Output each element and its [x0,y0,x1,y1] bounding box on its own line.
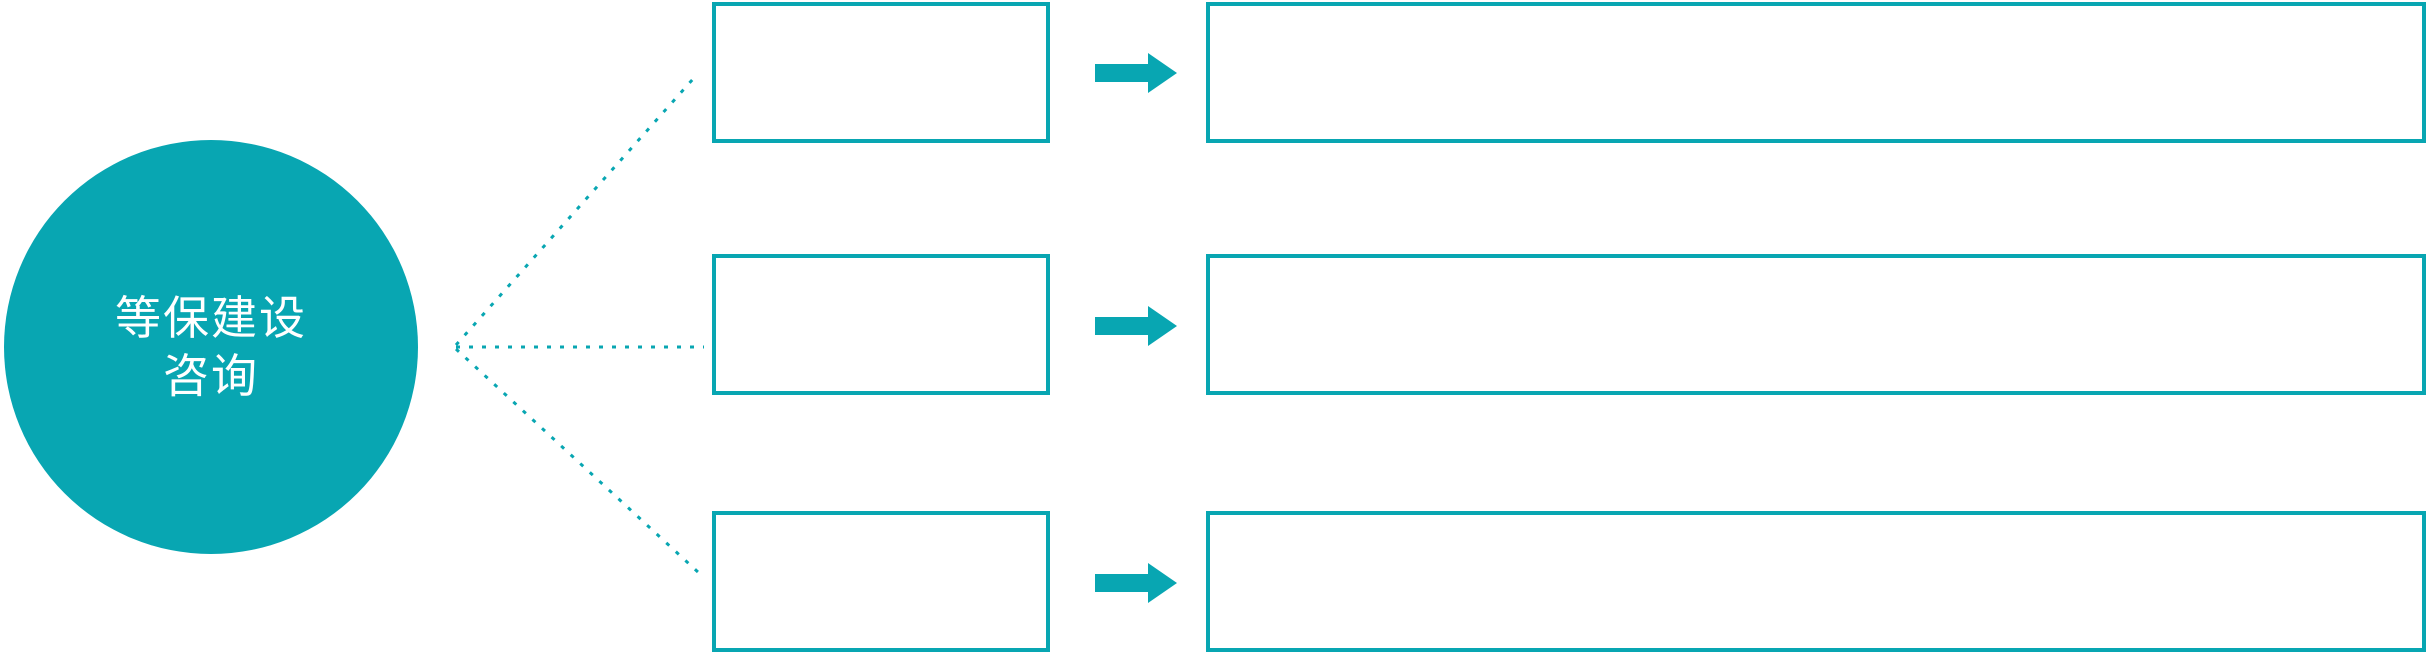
hub-label-line2: 咨询 [163,350,259,402]
hub-label: 等保建设 咨询 [115,289,307,405]
row-3-large-box [1206,511,2426,652]
hub-circle: 等保建设 咨询 [4,140,418,554]
row-1-small-box [712,2,1050,143]
row-2-small-box [712,254,1050,395]
row-2-large-box [1206,254,2426,395]
arrow-right-icon [1095,563,1177,603]
row-3-small-box [712,511,1050,652]
row-1-large-box [1206,2,2426,143]
arrow-right-icon [1095,53,1177,93]
arrow-right-icon [1095,306,1177,346]
hub-label-line1: 等保建设 [115,292,307,344]
connector-dotted-line-bottom [454,347,701,575]
connector-dotted-line-top [454,78,695,346]
